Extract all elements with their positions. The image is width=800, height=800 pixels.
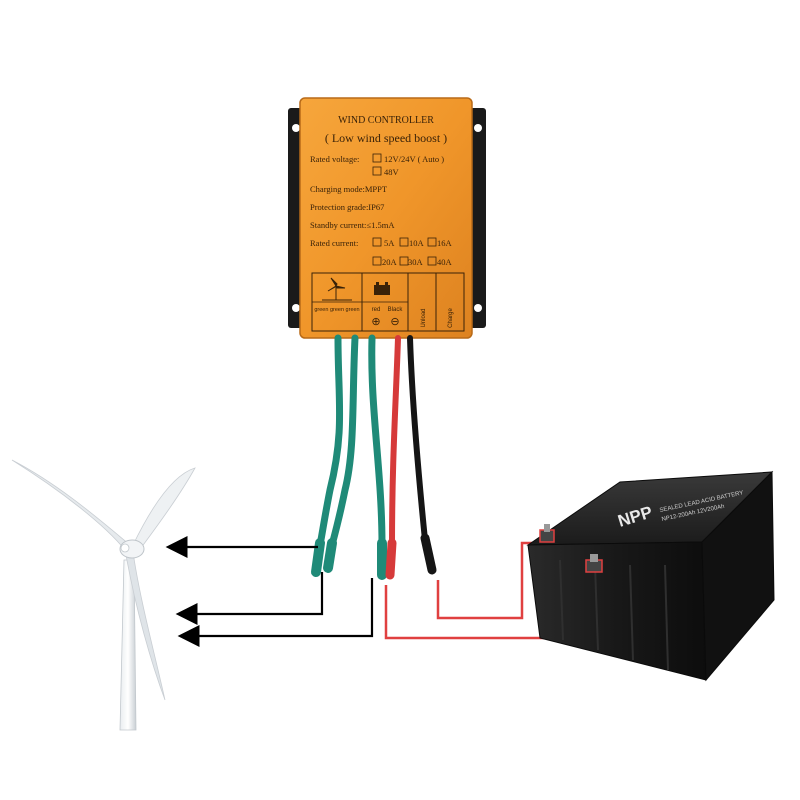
green-wire-3 [368,334,386,549]
current-option: 40A [437,257,453,267]
red-wire-label: red [372,307,381,313]
red-wire [389,335,401,548]
protection-grade: Protection grade:IP67 [310,202,384,212]
standby-current: Standby current:≤1.5mA [310,220,395,230]
current-option: 10A [409,238,425,248]
turbine-connection-arrows [165,536,374,647]
current-option: 30A [408,257,424,267]
current-option: 20A [382,257,398,267]
voltage-checkbox-1 [372,153,382,163]
rated-current-label: Rated current: [310,238,358,248]
battery-negative-terminal [539,524,555,543]
voltage-option-1: 12V/24V ( Auto ) [384,154,444,164]
negative-terminal-icon: ⊖ [390,316,399,328]
arrow-green-2 [175,572,324,625]
arrow-green-3 [177,578,374,647]
green-wire-2 [328,334,359,549]
wind-turbine-symbol-icon [322,277,352,301]
unload-label: Unload [421,308,427,327]
green-wire-labels: green green green [314,307,359,313]
positive-terminal-icon: ⊕ [371,316,380,328]
wind-turbine [11,459,196,731]
battery-symbol-icon [374,282,390,295]
current-option: 16A [437,238,453,248]
turbine-blade [132,467,196,553]
terminal-panel: green green green red Black ⊕ ⊖ Unload C… [311,272,465,332]
green-wire-1 [316,334,344,549]
turbine-blade [125,551,166,701]
rated-voltage-label: Rated voltage: [310,154,359,164]
black-wire [407,335,428,543]
voltage-option-2: 48V [384,167,400,177]
current-option: 5A [384,238,395,248]
charging-mode: Charging mode:MPPT [310,184,388,194]
controller-wires [311,334,437,580]
turbine-blade [11,459,131,551]
controller-title: WIND CONTROLLER [338,115,434,126]
charge-label: Charge [448,308,454,328]
lead-acid-battery: NPP SEALED LEAD ACID BATTERY NP12-200Ah … [526,470,775,682]
wind-controller: WIND CONTROLLER ( Low wind speed boost )… [299,97,473,339]
battery-positive-terminal [585,554,603,573]
voltage-checkbox-2 [372,166,382,176]
black-wire-label: Black [388,307,404,313]
controller-subtitle: ( Low wind speed boost ) [325,131,447,145]
